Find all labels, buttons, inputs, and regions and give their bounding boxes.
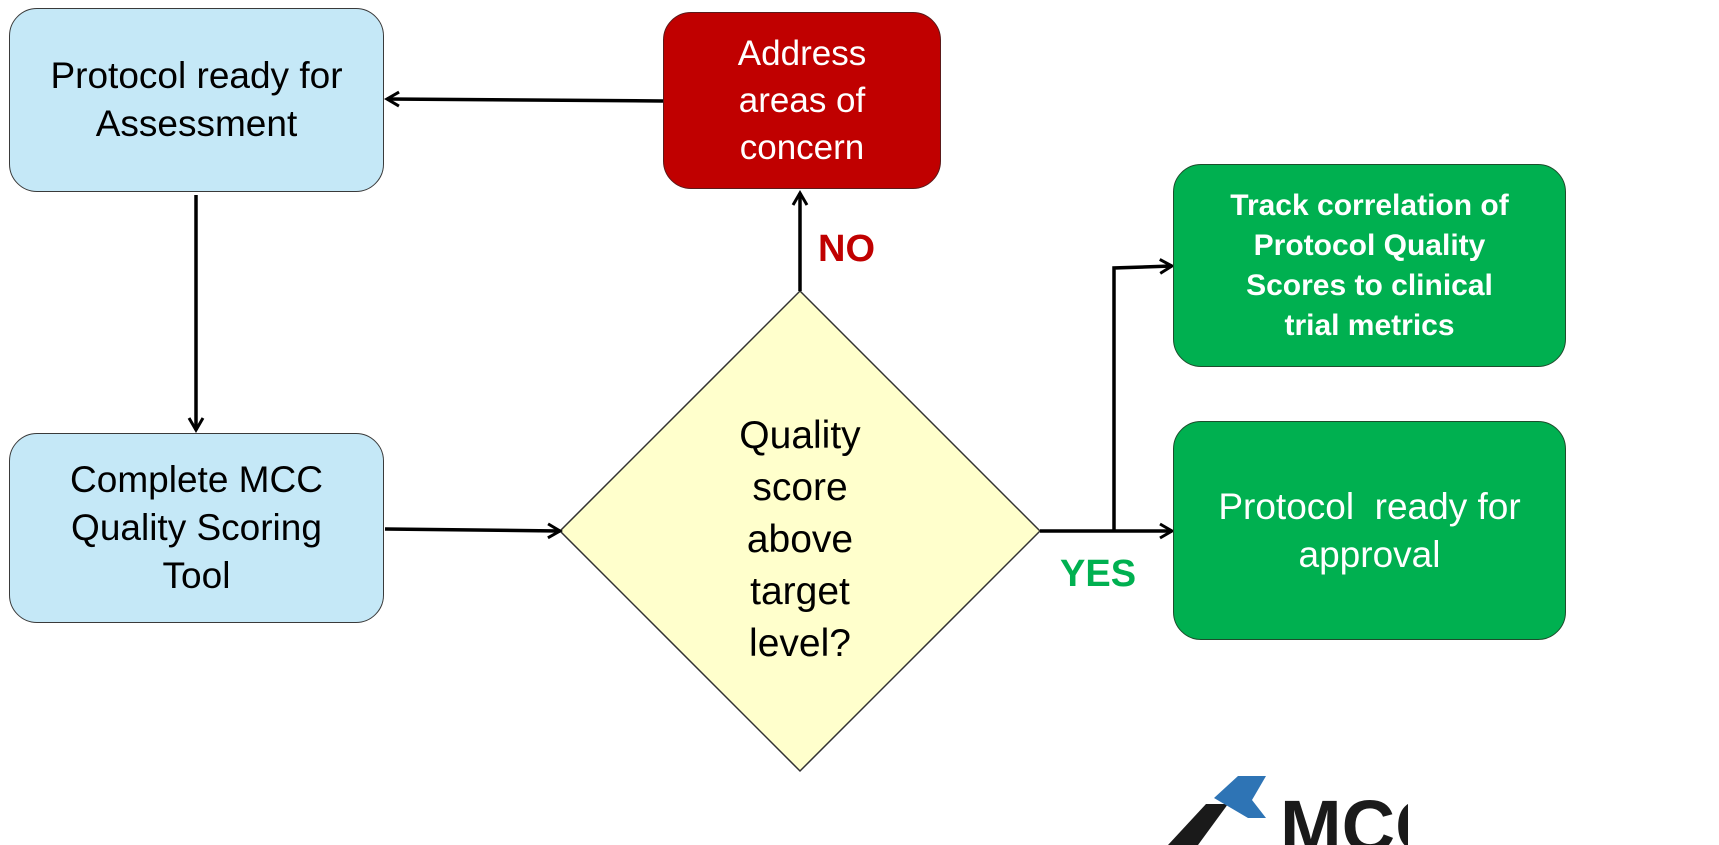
node-address-concerns: Address areas of concern: [663, 12, 941, 189]
node-text-line: trial metrics: [1284, 308, 1455, 342]
logo-mark-dark: [1168, 804, 1228, 845]
mcc-logo: MCC: [1168, 776, 1408, 845]
decision-text-line: above: [746, 518, 854, 561]
arrow-concern-to-assessment: [384, 90, 664, 108]
node-text-line: Complete MCC: [70, 459, 323, 500]
node-text-line: Scores to clinical: [1246, 268, 1493, 302]
edge-label-yes: YES: [1060, 553, 1137, 595]
node-text-line: Quality Scoring: [71, 507, 322, 548]
logo-mark-blue: [1214, 776, 1266, 818]
decision-diamond: [558, 289, 1042, 773]
node-text-line: Protocol Quality: [1253, 228, 1486, 262]
node-text-line: Address: [737, 34, 867, 73]
node-text-line: Protocol ready for: [50, 55, 343, 96]
node-text-line: Assessment: [95, 103, 298, 144]
node-protocol-ready-approval: Protocol ready for approval: [1173, 421, 1566, 640]
decision-label: Quality score above target level?: [720, 410, 880, 670]
node-text-line: approval: [1298, 533, 1441, 575]
arrow-scoring-to-decision: [384, 522, 563, 540]
edge-label-no: NO: [818, 228, 875, 270]
decision-text-line: score: [752, 466, 848, 509]
node-text-line: Track correlation of: [1230, 188, 1509, 222]
node-text-line: concern: [739, 128, 865, 167]
decision-text-line: target: [750, 570, 850, 613]
decision-text-line: level?: [749, 622, 851, 665]
node-text-line: Tool: [162, 555, 231, 596]
node-text-line: areas of: [738, 81, 866, 120]
node-text-line: Protocol ready for: [1218, 485, 1521, 527]
decision-text-line: Quality: [739, 414, 861, 457]
arrow-decision-to-tracking: [1112, 258, 1175, 531]
logo-text: MCC: [1280, 785, 1408, 845]
